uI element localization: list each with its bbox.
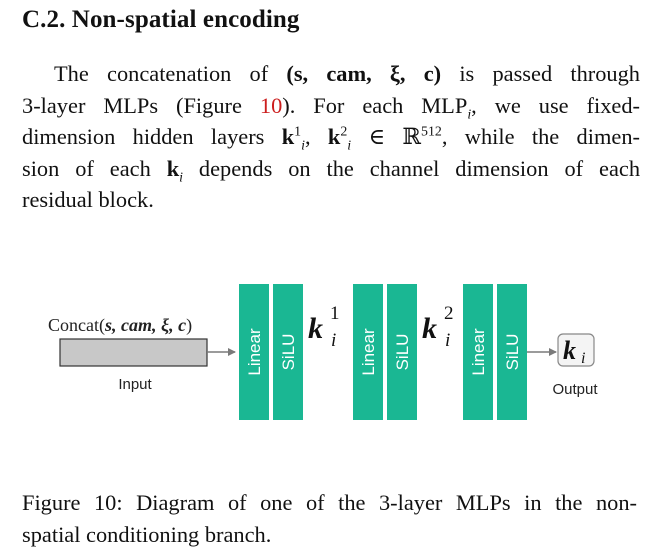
linear-layer-1 bbox=[239, 284, 269, 420]
hidden-layer-2-sub: i bbox=[445, 330, 450, 351]
body-paragraph: The concatenation of (s, cam, ξ, c) is p… bbox=[22, 58, 640, 216]
hidden-layer-2-symbol: k bbox=[422, 312, 437, 345]
paragraph-line: 3-layer MLPs (Figure 10). For each MLPi,… bbox=[22, 92, 641, 122]
hidden-layer-2-sup: 2 bbox=[444, 303, 454, 324]
output-label: Output bbox=[552, 381, 598, 398]
hidden-layer-1-sup: 1 bbox=[330, 303, 340, 324]
paragraph-line: sion of each ki depends on the channel d… bbox=[22, 155, 641, 185]
output-box bbox=[557, 333, 595, 367]
hidden-layer-1-sub: i bbox=[331, 330, 336, 351]
mlp-diagram: Concat(s, cam, ξ, c) Input Linear SiLU k… bbox=[48, 284, 598, 420]
silu-layer-1 bbox=[273, 284, 303, 420]
inline-math: (s, cam, ξ, c) bbox=[286, 61, 442, 86]
paragraph-line: residual block. bbox=[22, 187, 154, 212]
output-sub: i bbox=[581, 350, 585, 367]
silu-layer-3 bbox=[497, 284, 527, 420]
input-formula: Concat(s, cam, ξ, c) bbox=[48, 315, 192, 336]
input-box bbox=[59, 338, 208, 367]
paragraph-line: dimension hidden layers k1i, k2i ∈ ℝ512,… bbox=[22, 124, 640, 154]
linear-label-2: Linear bbox=[359, 328, 378, 376]
section-heading: C.2. Non-spatial encoding bbox=[22, 6, 300, 33]
caption-line: Figure 10: Diagram of one of the 3-layer… bbox=[22, 490, 637, 515]
silu-label-1: SiLU bbox=[279, 334, 298, 371]
silu-label-3: SiLU bbox=[503, 334, 522, 371]
output-symbol: k bbox=[563, 336, 576, 365]
caption-line: spatial conditioning branch. bbox=[22, 521, 272, 547]
silu-label-2: SiLU bbox=[393, 334, 412, 371]
figure-reference-link[interactable]: 10 bbox=[259, 92, 283, 118]
linear-layer-2 bbox=[353, 284, 383, 420]
hidden-layer-1-symbol: k bbox=[308, 312, 323, 345]
linear-layer-3 bbox=[463, 284, 493, 420]
paragraph-line: The concatenation of (s, cam, ξ, c) is p… bbox=[54, 61, 641, 86]
figure-caption: Figure 10: Diagram of one of the 3-layer… bbox=[22, 487, 637, 550]
linear-label-3: Linear bbox=[469, 328, 488, 376]
silu-layer-2 bbox=[387, 284, 417, 420]
linear-label-1: Linear bbox=[245, 328, 264, 376]
input-label: Input bbox=[118, 376, 152, 393]
